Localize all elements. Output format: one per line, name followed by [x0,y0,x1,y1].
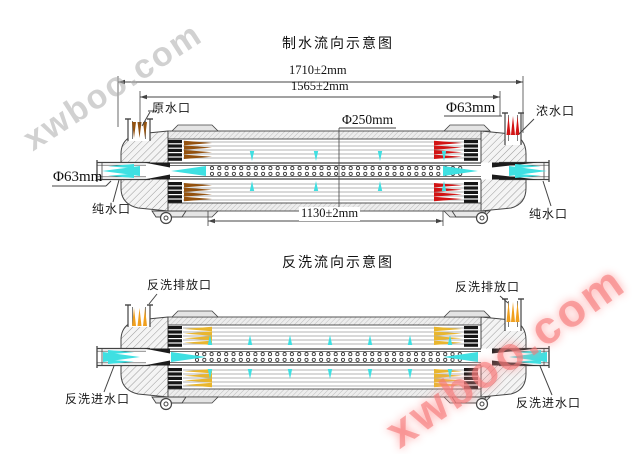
label-backwash-drain-left: 反洗排放口 [147,278,213,292]
dim-port-top-right-diameter: Φ63mm [446,100,496,116]
dim-shell-length: 1565±2mm [291,79,349,93]
label-concentrate-outlet: 浓水口 [536,104,576,118]
dim-overall-length: 1710±2mm [289,63,347,77]
dim-body-diameter: Φ250mm [342,112,394,127]
label-raw-water-inlet: 原水口 [152,101,192,115]
label-backwash-drain-right: 反洗排放口 [455,280,521,294]
production-diagram [96,112,550,225]
label-backwash-inlet-right: 反洗进水口 [516,396,582,410]
dimension-lines [52,76,553,396]
backwash-title: 反洗流向示意图 [282,256,394,271]
label-pure-water-outlet-left: 纯水口 [92,202,132,216]
label-backwash-inlet-left: 反洗进水口 [65,392,131,406]
backwash-diagram [96,298,550,411]
production-title: 制水流向示意图 [282,37,394,52]
dim-port-left-diameter: Φ63mm [53,169,103,185]
label-pure-water-outlet-right: 纯水口 [529,207,569,221]
dim-membrane-bundle-length: 1130±2mm [299,206,361,221]
